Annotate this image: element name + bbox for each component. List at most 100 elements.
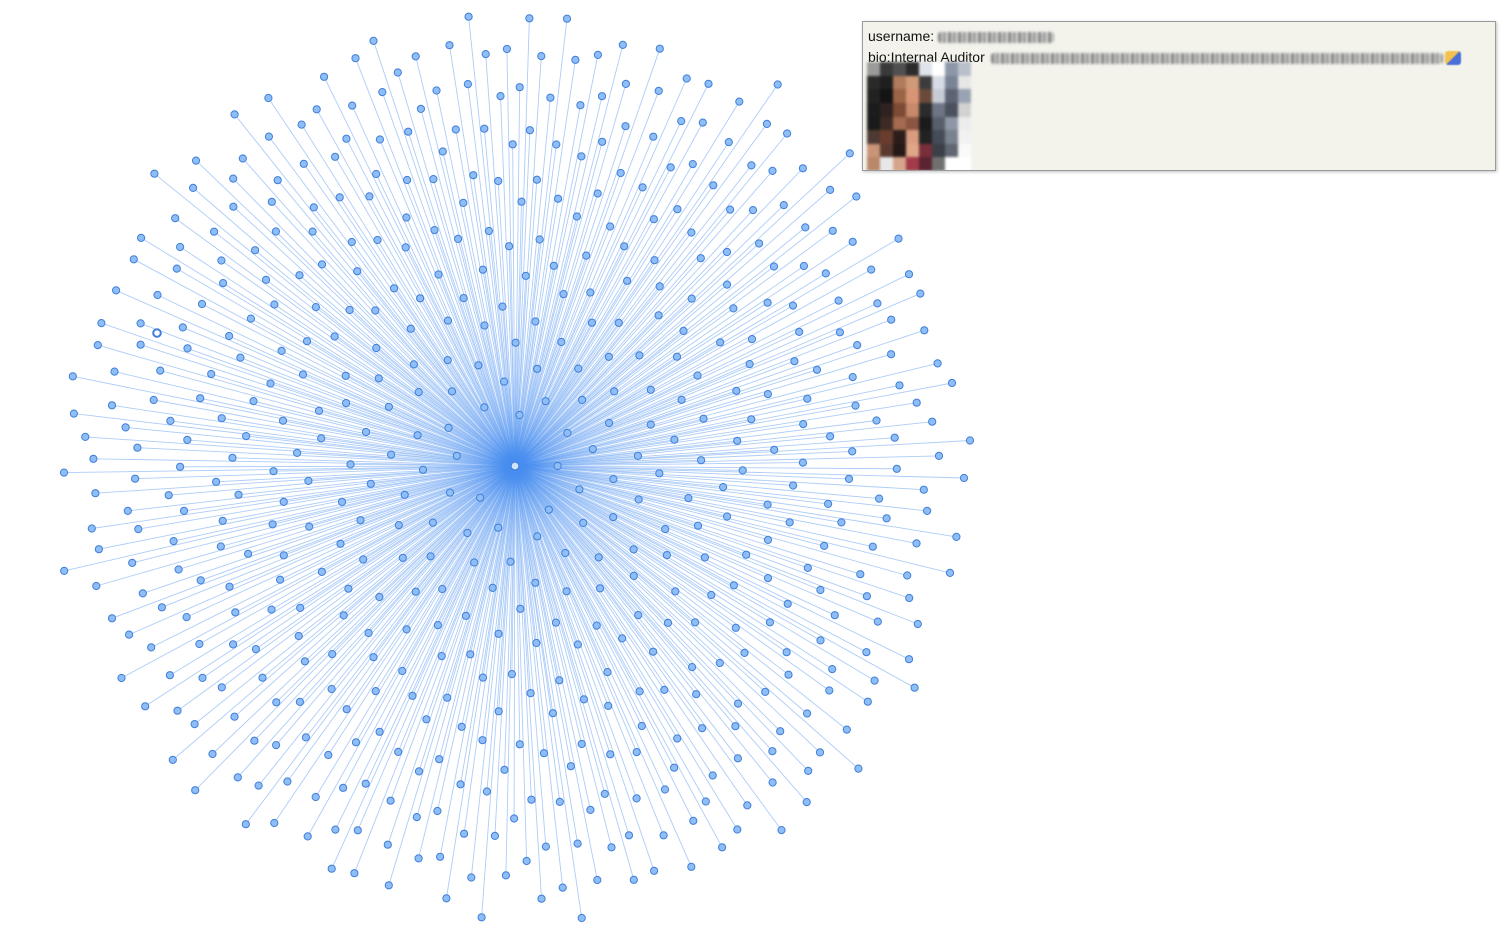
graph-node[interactable]: [490, 831, 499, 841]
graph-node[interactable]: [413, 431, 422, 440]
graph-node[interactable]: [482, 787, 491, 796]
graph-node[interactable]: [270, 300, 279, 309]
graph-node[interactable]: [887, 315, 896, 324]
graph-node[interactable]: [296, 603, 305, 613]
graph-node[interactable]: [442, 894, 451, 903]
graph-node[interactable]: [873, 299, 882, 308]
graph-node[interactable]: [920, 326, 929, 335]
graph-node[interactable]: [225, 331, 234, 341]
graph-node[interactable]: [913, 619, 922, 629]
graph-node[interactable]: [365, 192, 374, 201]
graph-node[interactable]: [828, 665, 837, 674]
graph-node[interactable]: [515, 740, 524, 749]
graph-node[interactable]: [578, 395, 587, 404]
graph-node[interactable]: [244, 549, 253, 558]
graph-node[interactable]: [374, 374, 383, 383]
graph-node[interactable]: [634, 495, 643, 504]
graph-node[interactable]: [445, 488, 455, 497]
graph-node[interactable]: [97, 319, 106, 328]
graph-node[interactable]: [331, 825, 340, 834]
graph-node[interactable]: [412, 813, 421, 822]
graph-node[interactable]: [298, 370, 308, 379]
graph-node[interactable]: [698, 724, 707, 733]
graph-node[interactable]: [416, 104, 425, 114]
graph-node[interactable]: [933, 359, 942, 368]
graph-node[interactable]: [373, 235, 382, 245]
graph-node[interactable]: [230, 110, 239, 119]
graph-node[interactable]: [533, 364, 542, 373]
graph-node[interactable]: [361, 779, 370, 788]
graph-node[interactable]: [94, 545, 104, 554]
graph-node[interactable]: [776, 727, 785, 736]
graph-node[interactable]: [218, 516, 227, 525]
graph-node[interactable]: [588, 445, 597, 454]
graph-node[interactable]: [634, 611, 643, 620]
graph-node[interactable]: [848, 373, 857, 382]
graph-node[interactable]: [670, 763, 679, 772]
graph-node[interactable]: [433, 621, 442, 630]
graph-node[interactable]: [494, 523, 503, 532]
graph-node[interactable]: [422, 715, 431, 724]
graph-node[interactable]: [562, 587, 571, 596]
graph-node[interactable]: [463, 80, 472, 89]
graph-node[interactable]: [480, 124, 489, 133]
graph-node[interactable]: [351, 54, 360, 63]
graph-node[interactable]: [481, 50, 490, 59]
graph-node[interactable]: [546, 93, 555, 102]
graph-node[interactable]: [616, 168, 625, 178]
graph-node[interactable]: [515, 83, 524, 92]
graph-node[interactable]: [654, 86, 663, 96]
graph-node[interactable]: [872, 416, 881, 425]
graph-node[interactable]: [747, 415, 756, 424]
graph-node[interactable]: [228, 453, 237, 462]
graph-node[interactable]: [773, 80, 782, 89]
graph-node[interactable]: [107, 401, 117, 410]
graph-node[interactable]: [579, 518, 588, 528]
graph-node[interactable]: [463, 528, 472, 538]
graph-node[interactable]: [359, 555, 368, 564]
graph-node[interactable]: [632, 748, 641, 757]
graph-node[interactable]: [156, 366, 165, 375]
graph-node[interactable]: [311, 792, 320, 802]
graph-node[interactable]: [461, 611, 470, 620]
graph-node[interactable]: [459, 198, 468, 207]
graph-node[interactable]: [848, 237, 857, 246]
graph-node[interactable]: [763, 298, 772, 307]
graph-node[interactable]: [708, 771, 717, 780]
graph-node[interactable]: [266, 379, 275, 388]
graph-node[interactable]: [671, 587, 680, 596]
graph-node[interactable]: [121, 423, 130, 432]
graph-node[interactable]: [350, 869, 359, 878]
graph-node[interactable]: [733, 436, 742, 445]
graph-node[interactable]: [179, 506, 189, 515]
graph-node[interactable]: [609, 475, 618, 484]
graph-node[interactable]: [812, 365, 822, 374]
graph-node[interactable]: [216, 542, 225, 551]
graph-node[interactable]: [444, 423, 453, 432]
graph-node[interactable]: [923, 506, 932, 515]
graph-node[interactable]: [283, 777, 292, 786]
graph-node[interactable]: [264, 93, 273, 103]
graph-node[interactable]: [60, 566, 69, 576]
graph-node[interactable]: [868, 542, 877, 551]
graph-node[interactable]: [732, 386, 741, 395]
graph-node[interactable]: [210, 227, 219, 236]
graph-node[interactable]: [445, 41, 454, 50]
graph-node[interactable]: [779, 201, 788, 210]
graph-node[interactable]: [456, 780, 465, 789]
graph-node[interactable]: [269, 467, 278, 476]
graph-node[interactable]: [726, 205, 735, 214]
graph-node[interactable]: [505, 242, 514, 251]
graph-node[interactable]: [87, 524, 96, 533]
graph-node[interactable]: [566, 762, 576, 771]
graph-node[interactable]: [618, 634, 627, 643]
graph-node[interactable]: [345, 305, 354, 315]
graph-node[interactable]: [531, 578, 540, 587]
graph-node[interactable]: [91, 489, 100, 498]
graph-node[interactable]: [254, 781, 263, 790]
graph-node[interactable]: [311, 303, 320, 312]
graph-node[interactable]: [649, 215, 659, 224]
graph-node[interactable]: [398, 666, 407, 676]
graph-node[interactable]: [532, 638, 541, 648]
graph-node[interactable]: [834, 296, 843, 305]
